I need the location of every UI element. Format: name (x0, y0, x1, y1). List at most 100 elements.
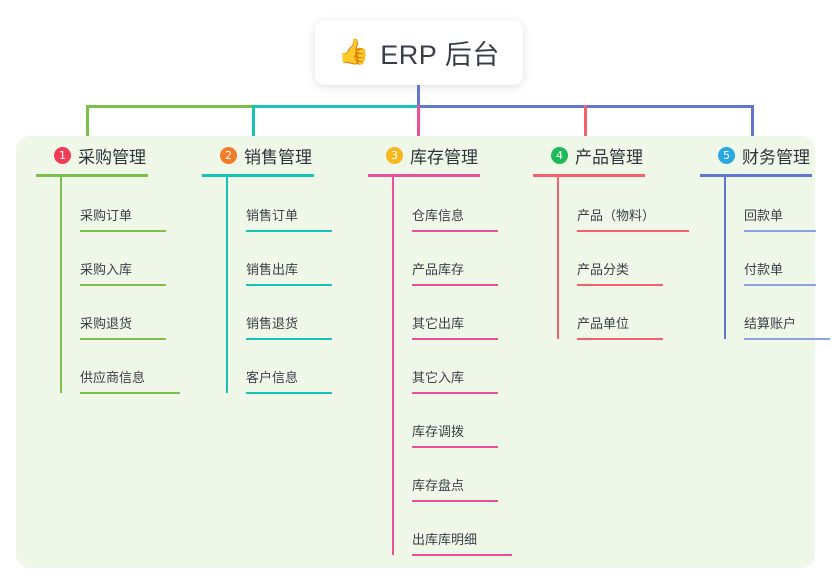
list-item[interactable]: 其它入库 (392, 339, 526, 394)
branch-rule-3 (368, 174, 480, 177)
branch-header-3[interactable]: 3 库存管理 (366, 142, 526, 168)
leaf-rule (80, 284, 166, 286)
leaf-label: 采购退货 (80, 316, 133, 331)
branch-title-4: 产品管理 (575, 147, 643, 167)
leaf-rule (246, 338, 332, 340)
leaf-label: 结算账户 (744, 316, 797, 331)
leaf-rule (744, 230, 816, 232)
list-item[interactable]: 回款单 (724, 177, 839, 232)
branch-trunk-3 (392, 177, 394, 555)
branch-header-5[interactable]: 5 财务管理 (698, 142, 839, 168)
branch-trunk-4 (557, 177, 559, 339)
branch-header-1[interactable]: 1 采购管理 (34, 142, 194, 168)
connector-drop-1 (86, 105, 89, 138)
list-item[interactable]: 仓库信息 (392, 177, 526, 232)
leaf-rule (246, 230, 332, 232)
list-item[interactable]: 产品分类 (557, 231, 701, 286)
list-item[interactable]: 供应商信息 (60, 339, 194, 394)
list-item[interactable]: 付款单 (724, 231, 839, 286)
connector-bus-green (86, 105, 254, 108)
leaf-label: 采购入库 (80, 262, 133, 277)
leaf-rule (577, 284, 663, 286)
branches-panel (16, 136, 815, 568)
leaf-label: 库存盘点 (412, 478, 465, 493)
connector-drop-3 (417, 105, 420, 138)
branch-rule-4 (533, 174, 645, 177)
leaf-rule (412, 338, 498, 340)
branch-trunk-1 (60, 177, 62, 393)
list-item[interactable]: 其它出库 (392, 285, 526, 340)
branch-header-4[interactable]: 4 产品管理 (531, 142, 701, 168)
leaf-rule (246, 284, 332, 286)
branch-title-3: 库存管理 (410, 147, 478, 167)
leaf-label: 采购订单 (80, 208, 133, 223)
branch-column-5[interactable]: 5 财务管理 回款单 付款单 结算账户 (698, 142, 839, 340)
leaf-label: 供应商信息 (80, 370, 146, 385)
branch-column-1[interactable]: 1 采购管理 采购订单 采购入库 采购退货 供应商信息 (34, 142, 194, 394)
list-item[interactable]: 库存调拨 (392, 393, 526, 448)
branch-title-5: 财务管理 (742, 147, 810, 167)
branch-column-3[interactable]: 3 库存管理 仓库信息 产品库存 其它出库 其它入库 库存调拨 (366, 142, 526, 556)
leaf-label: 出库库明细 (412, 532, 478, 547)
branch-rule-2 (202, 174, 314, 177)
list-item[interactable]: 采购订单 (60, 177, 194, 232)
list-item[interactable]: 销售出库 (226, 231, 360, 286)
list-item[interactable]: 采购退货 (60, 285, 194, 340)
leaf-label: 产品单位 (577, 316, 630, 331)
leaf-label: 付款单 (744, 262, 784, 277)
leaf-rule (412, 230, 498, 232)
root-node-content: 👍 ERP 后台 (338, 33, 500, 72)
leaf-rule (577, 230, 689, 232)
leaf-label: 其它入库 (412, 370, 465, 385)
list-item[interactable]: 产品单位 (557, 285, 701, 340)
list-item[interactable]: 产品库存 (392, 231, 526, 286)
leaf-label: 客户信息 (246, 370, 299, 385)
root-node[interactable]: 👍 ERP 后台 (315, 20, 523, 85)
root-title: ERP 后台 (380, 40, 500, 70)
leaf-rule (80, 392, 180, 394)
leaf-label: 销售退货 (246, 316, 299, 331)
list-item[interactable]: 销售退货 (226, 285, 360, 340)
connector-drop-2 (252, 105, 255, 138)
list-item[interactable]: 库存盘点 (392, 447, 526, 502)
branch-rule-5 (700, 174, 812, 177)
leaf-rule (412, 500, 498, 502)
leaf-rule (80, 230, 166, 232)
branch-badge-5: 5 (718, 146, 735, 164)
branch-items-4: 产品（物料） 产品分类 产品单位 (557, 177, 701, 340)
branch-column-4[interactable]: 4 产品管理 产品（物料） 产品分类 产品单位 (531, 142, 701, 340)
list-item[interactable]: 销售订单 (226, 177, 360, 232)
connector-root-stem (417, 85, 420, 107)
branch-title-2: 销售管理 (244, 147, 312, 167)
connector-drop-5 (751, 105, 754, 138)
leaf-rule (246, 392, 332, 394)
branch-badge-3: 3 (386, 146, 403, 164)
branch-header-2[interactable]: 2 销售管理 (200, 142, 360, 168)
branch-title-1: 采购管理 (78, 147, 146, 167)
branch-badge-2: 2 (220, 146, 237, 164)
leaf-rule (412, 554, 512, 556)
branch-badge-4: 4 (551, 146, 568, 164)
branch-items-2: 销售订单 销售出库 销售退货 客户信息 (226, 177, 360, 394)
list-item[interactable]: 产品（物料） (557, 177, 701, 232)
list-item[interactable]: 客户信息 (226, 339, 360, 394)
leaf-rule (412, 392, 498, 394)
list-item[interactable]: 结算账户 (724, 285, 839, 340)
leaf-label: 销售订单 (246, 208, 299, 223)
branch-column-2[interactable]: 2 销售管理 销售订单 销售出库 销售退货 客户信息 (200, 142, 360, 394)
leaf-rule (577, 338, 663, 340)
connector-drop-4 (584, 105, 587, 138)
leaf-label: 库存调拨 (412, 424, 465, 439)
branch-rule-1 (36, 174, 148, 177)
leaf-rule (412, 284, 498, 286)
leaf-label: 产品分类 (577, 262, 630, 277)
branch-badge-1: 1 (54, 146, 71, 164)
leaf-label: 仓库信息 (412, 208, 465, 223)
list-item[interactable]: 采购入库 (60, 231, 194, 286)
branch-items-3: 仓库信息 产品库存 其它出库 其它入库 库存调拨 库存盘点 (392, 177, 526, 556)
list-item[interactable]: 出库库明细 (392, 501, 526, 556)
leaf-label: 产品（物料） (577, 208, 656, 223)
connector-bus-teal (252, 105, 419, 108)
thumbs-up-icon: 👍 (338, 38, 370, 66)
